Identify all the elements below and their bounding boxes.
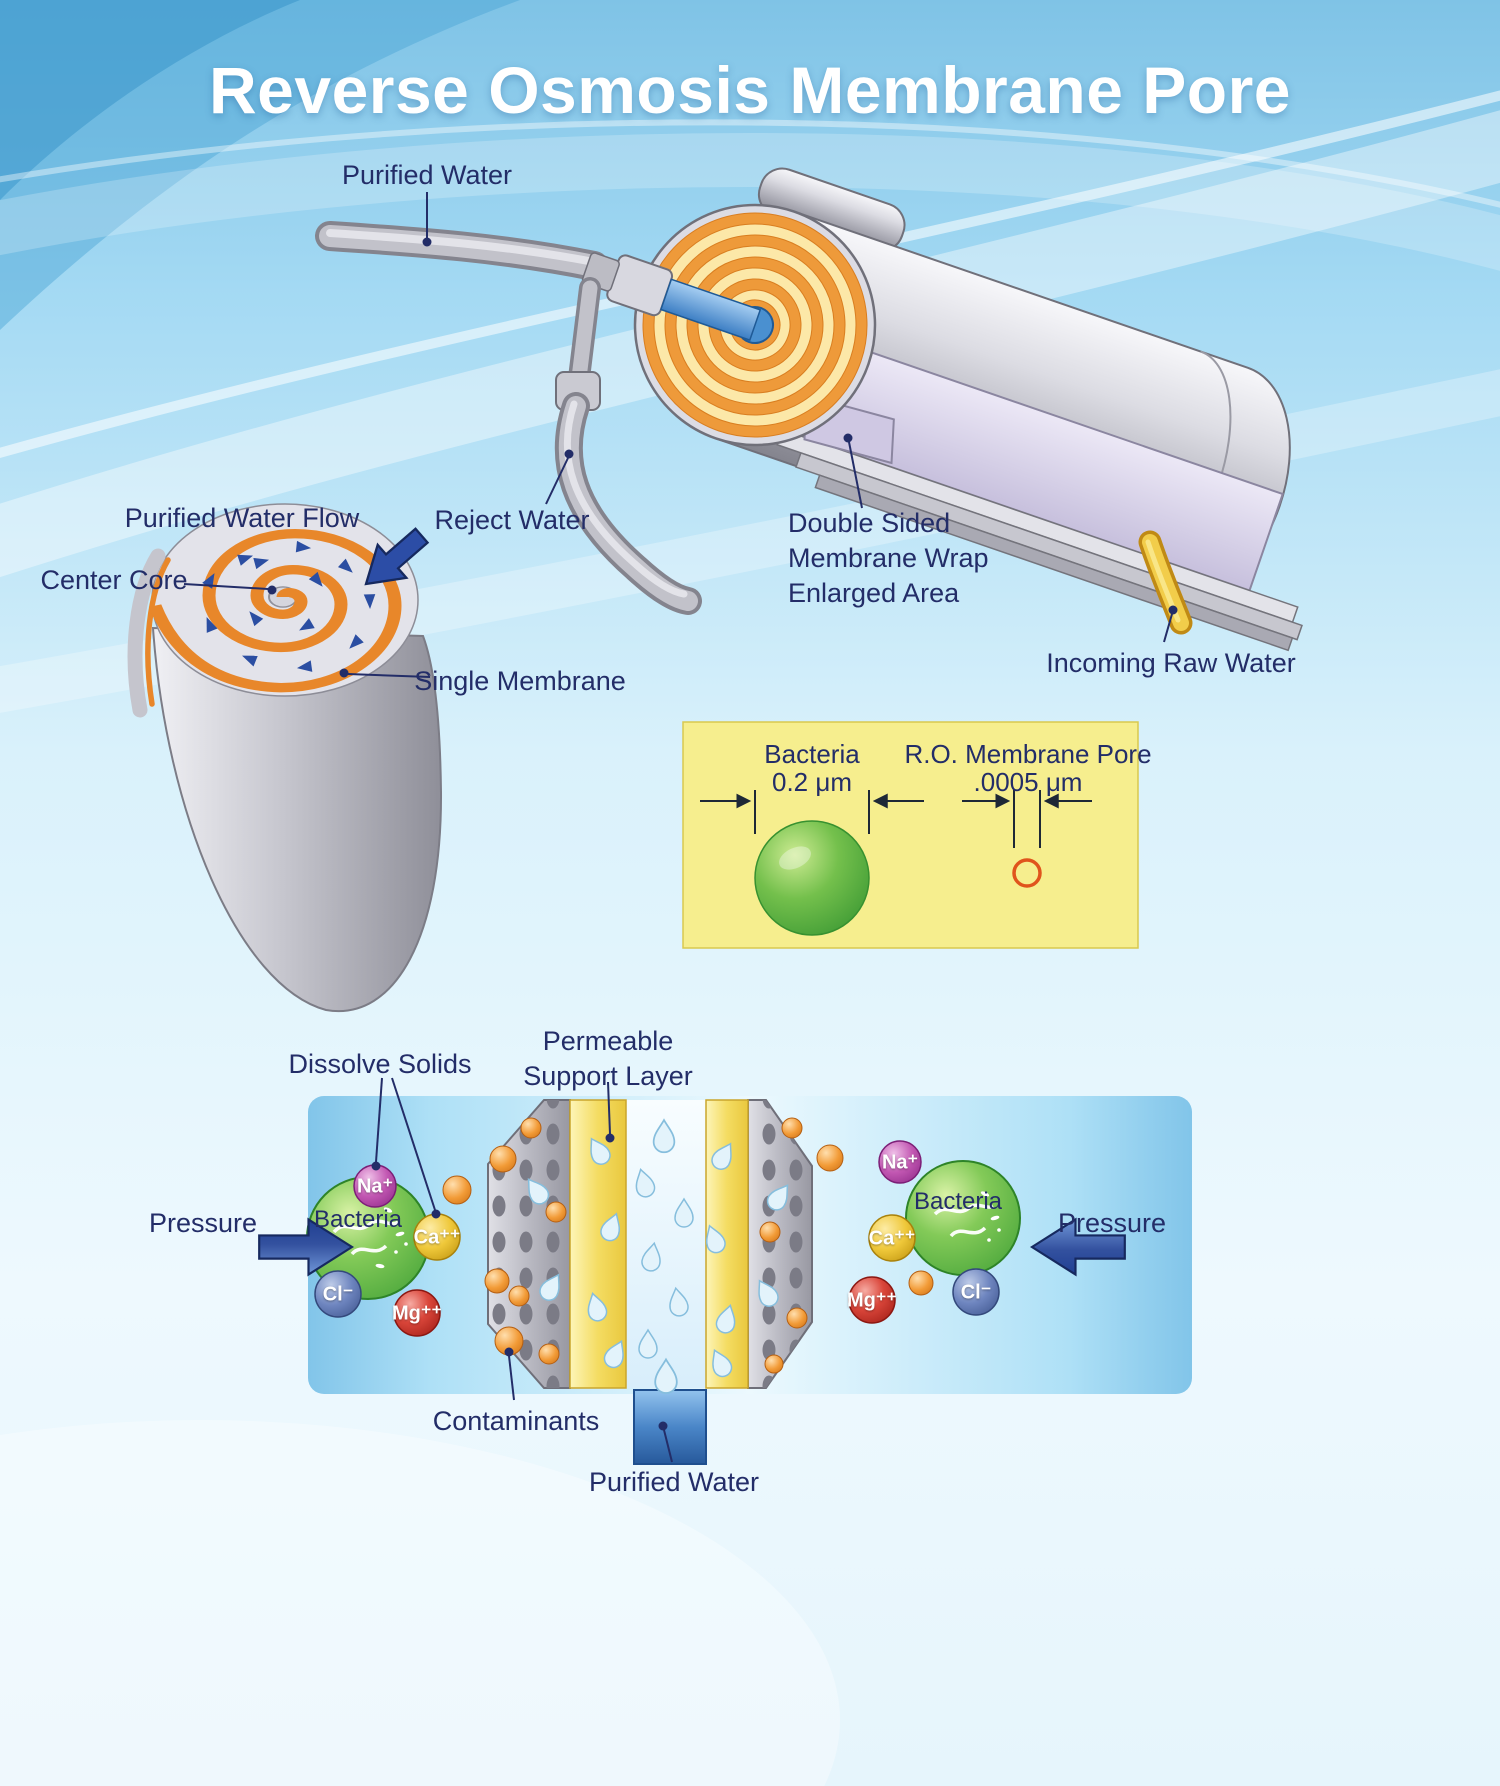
pressure-right-label: Pressure <box>1057 1208 1167 1238</box>
purified-water-flow-label: Purified Water Flow <box>124 503 360 533</box>
dimension-lines <box>700 790 1092 848</box>
comparison-pore-label: R.O. Membrane Pore <box>904 739 1152 769</box>
cl-ion-left <box>314 1270 362 1318</box>
na-ion-label-right: Na⁺ <box>881 1151 919 1174</box>
spiral-membrane-illustration <box>127 503 443 1013</box>
mg-ion-label-left: Mg⁺⁺ <box>392 1302 442 1325</box>
cl-ion-label-right: Cl⁻ <box>960 1281 992 1304</box>
bacteria-left-label: Bacteria <box>313 1206 403 1233</box>
bacteria-right-label: Bacteria <box>913 1188 1003 1215</box>
cl-ion-right <box>952 1268 1000 1316</box>
single-membrane-label: Single Membrane <box>414 666 626 696</box>
purified-water-bottom-label: Purified Water <box>588 1467 760 1497</box>
mg-ion-left <box>393 1289 441 1337</box>
leader-lines <box>183 192 1178 1463</box>
membrane-spiral <box>148 528 402 693</box>
purified-water-top-label: Purified Water <box>341 160 513 190</box>
membrane-pore-ring <box>1012 858 1042 888</box>
page-title: Reverse Osmosis Membrane Pore <box>208 53 1292 127</box>
dissolve-solids-label: Dissolve Solids <box>288 1049 472 1079</box>
center-tube <box>659 278 762 342</box>
membrane-wrap-label: Double Sided Membrane Wrap Enlarged Area <box>788 508 989 609</box>
reject-water-label: Reject Water <box>434 505 590 535</box>
na-ion-label-left: Na⁺ <box>356 1175 394 1198</box>
size-comparison-panel <box>682 721 1139 949</box>
center-core-label: Center Core <box>40 565 188 595</box>
contaminants-label: Contaminants <box>432 1406 600 1436</box>
pressure-left-label: Pressure <box>148 1208 258 1238</box>
comparison-bacteria-label: Bacteria <box>764 739 860 769</box>
mg-ion-right <box>848 1276 896 1324</box>
ca-ion-right <box>868 1214 916 1262</box>
ion-particles <box>314 1140 1000 1337</box>
mg-ion-label-right: Mg⁺⁺ <box>847 1289 897 1312</box>
bacteria-sphere <box>754 820 870 936</box>
comparison-bacteria-size: 0.2 μm <box>771 767 853 797</box>
permeable-support-label: Permeable Support Layer <box>523 1026 693 1092</box>
reject-water-tube <box>554 277 702 615</box>
comparison-pore-size: .0005 μm <box>973 767 1083 797</box>
bacteria-cell-right <box>905 1160 1021 1276</box>
purified-water-tube <box>315 221 609 281</box>
ca-ion-label-left: Ca⁺⁺ <box>413 1226 461 1249</box>
bacteria-cell-left <box>306 1176 430 1300</box>
ca-ion-label-right: Ca⁺⁺ <box>868 1227 916 1250</box>
incoming-raw-water-label: Incoming Raw Water <box>1046 648 1296 678</box>
na-ion-right <box>878 1140 922 1184</box>
cl-ion-label-left: Cl⁻ <box>322 1283 354 1306</box>
